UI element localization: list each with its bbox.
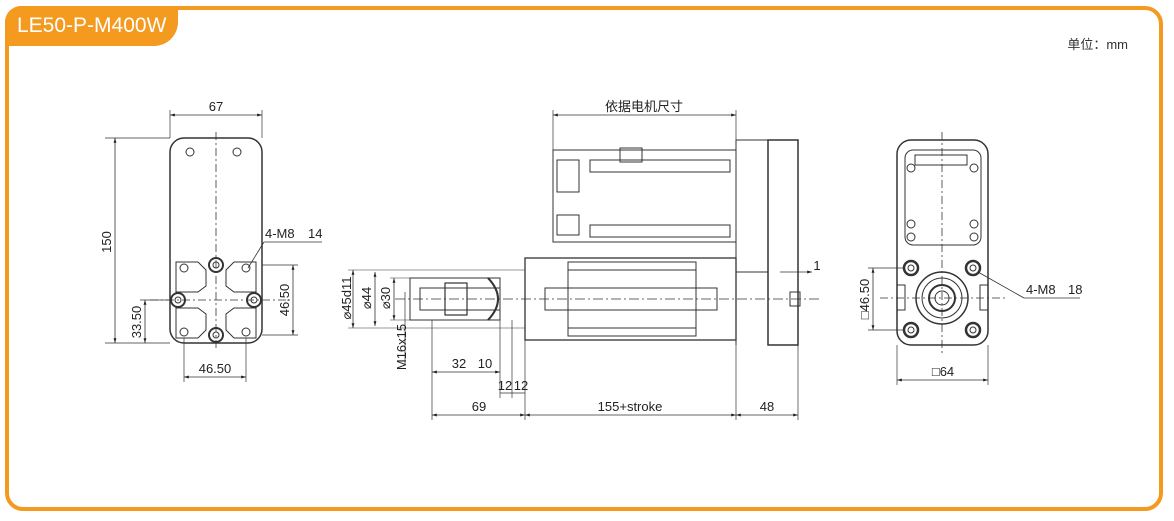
model-title: LE50-P-M400W — [5, 6, 179, 46]
dim-12b-label: 12 — [514, 378, 528, 393]
dim-69-label: 69 — [472, 399, 486, 414]
dim-48-label: 48 — [760, 399, 774, 414]
left-offset-label: 33.50 — [129, 306, 144, 339]
left-pitch-h-label: 46.50 — [199, 361, 232, 376]
dia-44-label: ⌀44 — [359, 287, 374, 309]
right-hole-depth: 18 — [1068, 282, 1082, 297]
right-view — [868, 132, 1080, 385]
left-hole-callout: 4-M8 — [265, 226, 295, 241]
dim-10-label: 10 — [478, 356, 492, 371]
left-hole-depth: 14 — [308, 226, 322, 241]
dia-45-label: ⌀45d11 — [339, 276, 354, 319]
unit-label: 单位：mm — [1067, 37, 1128, 52]
dia-30-label: ⌀30 — [378, 287, 393, 309]
left-view — [105, 110, 322, 382]
left-pitch-v-label: 46.50 — [277, 284, 292, 317]
dim-32-label: 32 — [452, 356, 466, 371]
side-view — [348, 110, 820, 420]
motor-size-label: 依据电机尺寸 — [605, 99, 683, 114]
dim-12a-label: 12 — [498, 378, 512, 393]
drawing-frame — [5, 6, 1163, 511]
left-width-label: 67 — [209, 99, 223, 114]
left-height-label: 150 — [99, 231, 114, 253]
thread-label: M16x15 — [394, 324, 409, 370]
dim-stroke-label: 155+stroke — [598, 399, 663, 414]
right-hole-callout: 4-M8 — [1026, 282, 1056, 297]
dim-1-label: 1 — [813, 258, 820, 273]
right-square-64: □64 — [932, 364, 954, 379]
right-square-4650: □46.50 — [857, 279, 872, 319]
